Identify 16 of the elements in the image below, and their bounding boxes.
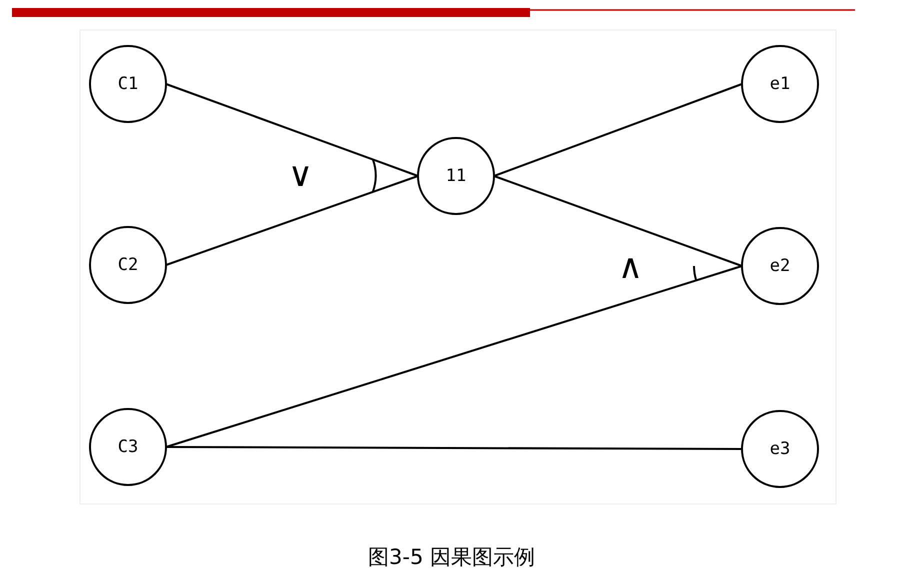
logic-symbol: ∨ <box>288 158 313 192</box>
node-label: C3 <box>118 437 138 457</box>
node-label: 11 <box>446 166 466 186</box>
connector-line <box>494 83 742 177</box>
connector-line <box>166 83 418 177</box>
connector-line <box>494 175 742 267</box>
connector-line <box>166 175 418 266</box>
node-label: e3 <box>770 439 790 459</box>
connector-line <box>166 446 742 450</box>
node-label: e1 <box>770 74 790 94</box>
connector-line <box>166 265 742 448</box>
node-label: e2 <box>770 256 790 276</box>
node-label: C2 <box>118 255 138 275</box>
figure-caption: 图3-5 因果图示例 <box>368 545 535 569</box>
logic-symbol: ∧ <box>618 250 643 284</box>
node-label: C1 <box>118 74 138 94</box>
